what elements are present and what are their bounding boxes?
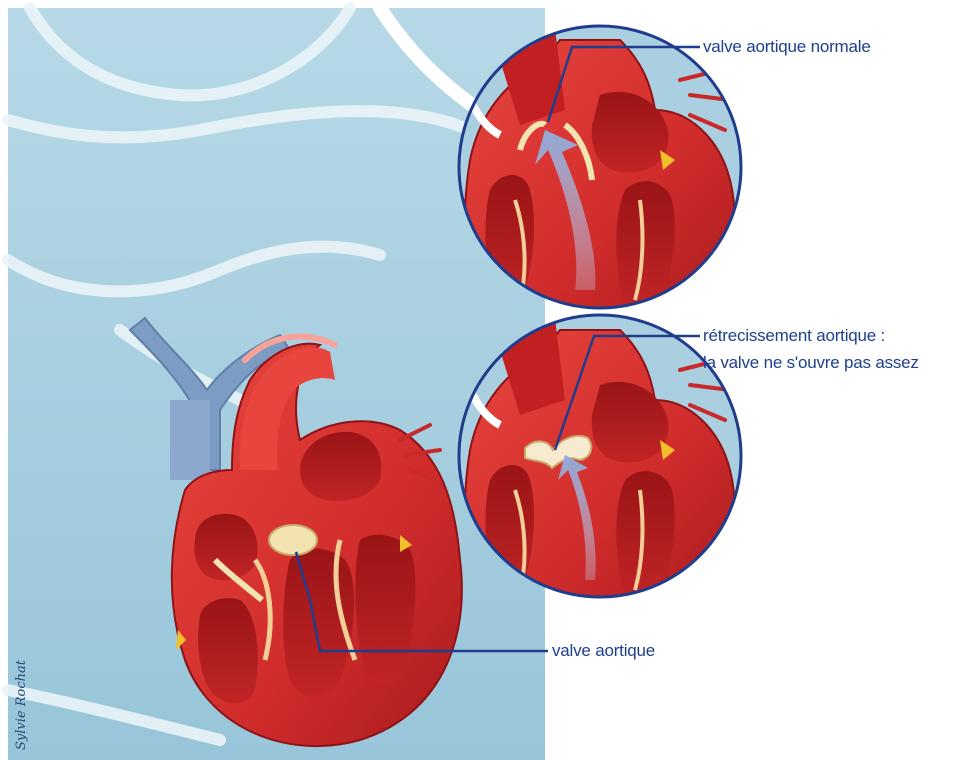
label-stenosis-line2: la valve ne s'ouvre pas assez xyxy=(703,353,919,373)
label-normal-valve: valve aortique normale xyxy=(703,37,871,57)
main-aortic-valve xyxy=(269,525,317,555)
artist-signature: Sylvie Rochat xyxy=(14,660,29,750)
label-aortic-valve: valve aortique xyxy=(552,641,655,661)
label-stenosis-line1: rétrecissement aortique : xyxy=(703,326,885,346)
